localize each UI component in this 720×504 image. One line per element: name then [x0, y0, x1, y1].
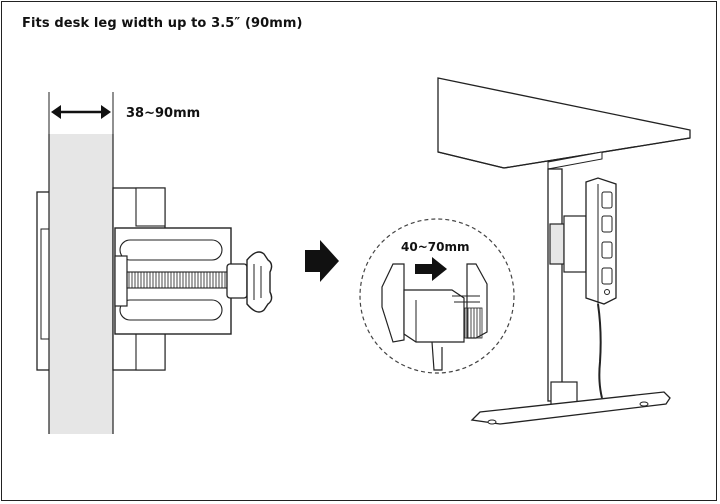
clamp-on-leg-detail [36, 92, 273, 434]
desk-foot [470, 391, 671, 425]
clamp-range-inset [359, 218, 515, 374]
clamp-pressure-plate [114, 255, 128, 307]
desktop-surface [437, 77, 691, 169]
clamp-range-label: 40~70mm [401, 240, 470, 254]
outlet-icon [601, 191, 613, 209]
clamp-lower-flange [135, 331, 166, 371]
clamp-upper-slot [119, 239, 223, 261]
page-title: Fits desk leg width up to 3.5″ (90mm) [22, 16, 303, 31]
mounted-clamp-body [563, 215, 587, 273]
desk-foot-pad [487, 419, 497, 425]
outlet-icon [601, 215, 613, 233]
clamp-upper-flange [135, 187, 166, 227]
outlet-icon [601, 241, 613, 259]
desk-leg [49, 134, 113, 434]
clamp-back-pad [40, 228, 50, 340]
inset-left-jaw [381, 263, 405, 343]
power-switch-icon [604, 289, 610, 295]
standing-desk [437, 77, 691, 425]
mounted-clamp-front [549, 223, 565, 265]
threaded-rod [126, 271, 228, 289]
desk-frame-bar [547, 151, 603, 170]
desktop-front-edge [437, 151, 505, 169]
inset-stem [431, 341, 443, 371]
desk-foot-pad [639, 401, 649, 407]
desk-leg-upper [547, 168, 563, 402]
inset-thread [463, 307, 483, 339]
dimension-arrowhead-left [51, 105, 61, 119]
leg-width-label: 38~90mm [126, 106, 201, 121]
outlet-icon [601, 267, 613, 285]
inset-clamp-block [403, 289, 465, 343]
right-arrow-icon [305, 240, 339, 282]
clamp-lower-slot [119, 299, 223, 321]
dimension-arrowhead-right [101, 105, 111, 119]
knob-collar [226, 263, 248, 299]
right-arrow-icon [415, 257, 447, 281]
tightening-knob [246, 251, 273, 313]
power-cable [597, 303, 603, 399]
